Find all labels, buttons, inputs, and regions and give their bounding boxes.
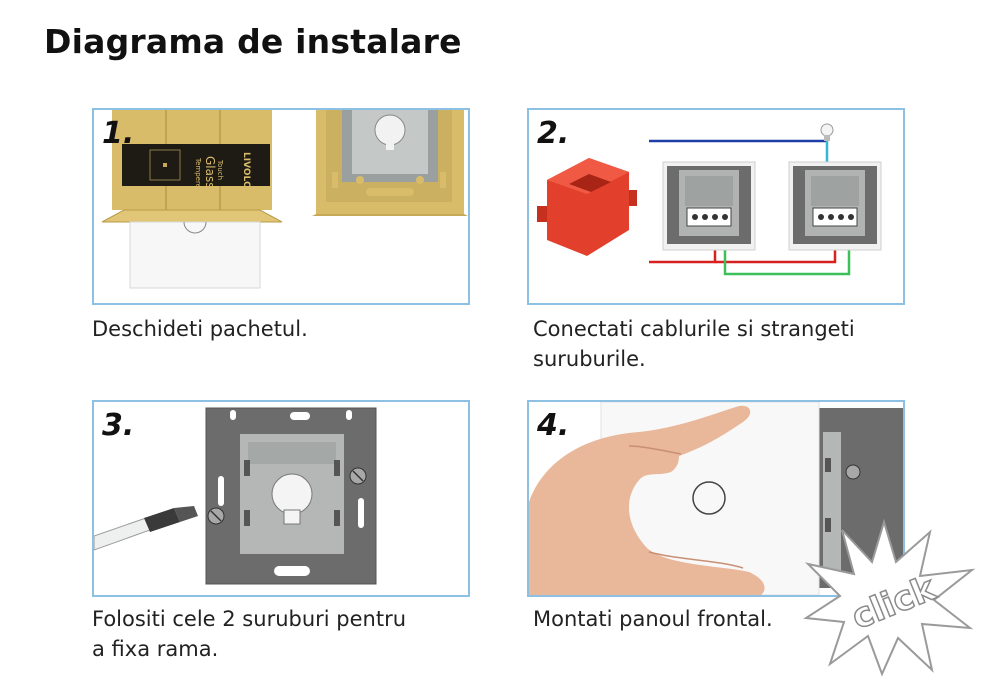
screwdriver-icon — [94, 506, 198, 551]
step-2-caption-line: Conectati cablurile si strangeti — [533, 317, 855, 341]
page-title: Diagrama de instalare — [44, 22, 462, 61]
package-label-line2: Glass — [203, 156, 217, 189]
step-3-panel: 3. — [92, 400, 470, 597]
step-1-caption: Deschideti pachetul. — [92, 314, 308, 344]
switch-module-1-icon — [662, 161, 756, 251]
step-4-number: 4. — [537, 408, 570, 443]
package-label-brand: LIVOLO — [241, 152, 251, 189]
step-2-illustration — [537, 123, 882, 276]
step-3-illustration — [94, 407, 377, 585]
step-1-panel: 1. Tempered Glass Touch LIVOLO — [92, 108, 470, 305]
step-4-caption-line: Montati panoul frontal. — [533, 607, 773, 631]
step-1-illustration: Tempered Glass Touch LIVOLO — [101, 110, 468, 289]
metal-frame-icon — [205, 407, 377, 585]
step-2-caption: Conectati cablurile si strangeti surubur… — [533, 314, 855, 374]
click-starburst-icon: click — [803, 518, 976, 677]
step-1-caption-line: Deschideti pachetul. — [92, 317, 308, 341]
step-4-panel: 4. — [527, 400, 905, 597]
hand-icon — [529, 405, 765, 595]
package-label-line3: Touch — [216, 159, 224, 180]
step-2-number: 2. — [537, 116, 570, 151]
step-2-caption-line: suruburile. — [533, 347, 646, 371]
step-1-number: 1. — [102, 116, 135, 151]
step-3-caption-line: Folositi cele 2 suruburi pentru — [92, 607, 407, 631]
step-3-caption: Folositi cele 2 suruburi pentru a fixa r… — [92, 604, 406, 664]
switch-module-2-icon — [788, 161, 882, 251]
step-3-number: 3. — [102, 408, 135, 443]
step-2-panel: 2. — [527, 108, 905, 305]
mounting-box-icon — [537, 158, 637, 256]
step-4-caption: Montati panoul frontal. — [533, 604, 773, 634]
step-3-caption-line: a fixa rama. — [92, 637, 219, 661]
package-label-line1: Tempered — [194, 157, 202, 192]
